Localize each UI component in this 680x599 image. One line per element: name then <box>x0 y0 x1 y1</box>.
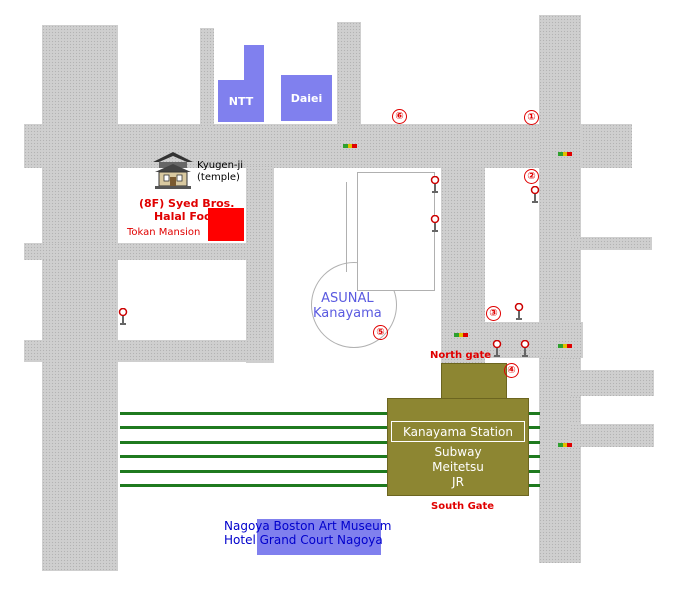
traffic-light-icon <box>558 344 573 348</box>
rail-track <box>120 484 540 487</box>
tokan-mansion-label: Tokan Mansion <box>127 227 201 238</box>
temple-icon <box>153 152 193 189</box>
station-line-jr: JR <box>452 475 464 489</box>
rail-track <box>120 455 540 458</box>
asunal-line1: ASUNAL <box>321 291 374 306</box>
halal-food-label: (8F) Syed Bros. Halal Food <box>139 197 235 223</box>
rail-track <box>120 426 540 429</box>
road-temple-vertical <box>246 165 274 363</box>
marker-4: ④ <box>504 363 519 378</box>
marker-5: ⑤ <box>373 325 388 340</box>
road-east-branch-1 <box>570 237 652 250</box>
road-west-vertical <box>42 25 118 571</box>
road-east-branch-2 <box>570 370 654 396</box>
bus-stop-icon <box>530 186 540 203</box>
marker-6: ⑥ <box>392 109 407 124</box>
north-gate-label: North gate <box>430 350 492 361</box>
bus-stop-icon <box>514 303 524 320</box>
temple-sub: (temple) <box>197 171 240 183</box>
traffic-light-icon <box>454 333 469 337</box>
halal-food-floor: (8F) Syed Bros. <box>139 197 235 210</box>
bus-stop-icon <box>492 340 502 357</box>
bus-stop-icon <box>430 215 440 232</box>
temple-label: Kyugen-ji (temple) <box>197 160 243 183</box>
asunal-label: ASUNAL Kanayama <box>313 291 382 322</box>
asunal-path <box>346 182 347 272</box>
traffic-light-icon <box>558 152 573 156</box>
ntt-building: NTT <box>218 80 264 122</box>
temple-name: Kyugen-ji <box>197 160 244 171</box>
station-line-subway: Subway <box>434 445 482 459</box>
road-station-approach <box>441 322 583 358</box>
marker-1: ① <box>524 110 539 125</box>
daiei-building: Daiei <box>281 75 332 121</box>
road-west-branch-lower <box>24 340 274 362</box>
bus-stop-icon <box>520 340 530 357</box>
kanayama-station <box>387 398 529 496</box>
marker-2: ② <box>524 169 539 184</box>
museum-hotel-building <box>257 519 381 555</box>
halal-food-name: Halal Food <box>153 209 220 223</box>
marker-3: ③ <box>486 306 501 321</box>
asunal-line2: Kanayama <box>313 305 382 321</box>
traffic-light-icon <box>343 144 358 148</box>
south-gate-label: South Gate <box>431 501 495 512</box>
station-line-meitetsu: Meitetsu <box>432 460 484 474</box>
road-east-branch-3 <box>570 424 654 447</box>
rail-track <box>120 412 540 415</box>
station-name: Kanayama Station <box>391 421 525 442</box>
road-east-vertical <box>539 15 581 563</box>
museum-label: Nagoya Boston Art Museum Hotel Grand Cou… <box>224 519 392 548</box>
halal-food-location <box>208 208 244 241</box>
bus-stop-icon <box>118 308 128 325</box>
rail-track <box>120 470 540 473</box>
road-main-horizontal <box>24 124 632 168</box>
road-mid-vertical <box>337 22 361 130</box>
bus-stop-icon <box>430 176 440 193</box>
museum-name: Nagoya Boston Art Museum <box>224 519 392 533</box>
hotel-name: Hotel Grand Court Nagoya <box>224 532 383 547</box>
station-north-entrance <box>441 363 507 399</box>
rail-track <box>120 441 540 444</box>
asunal-building <box>357 172 435 291</box>
road-north-stub <box>200 28 214 128</box>
traffic-light-icon <box>558 443 573 447</box>
road-west-branch-upper <box>24 243 246 260</box>
ntt-tower <box>244 45 264 85</box>
